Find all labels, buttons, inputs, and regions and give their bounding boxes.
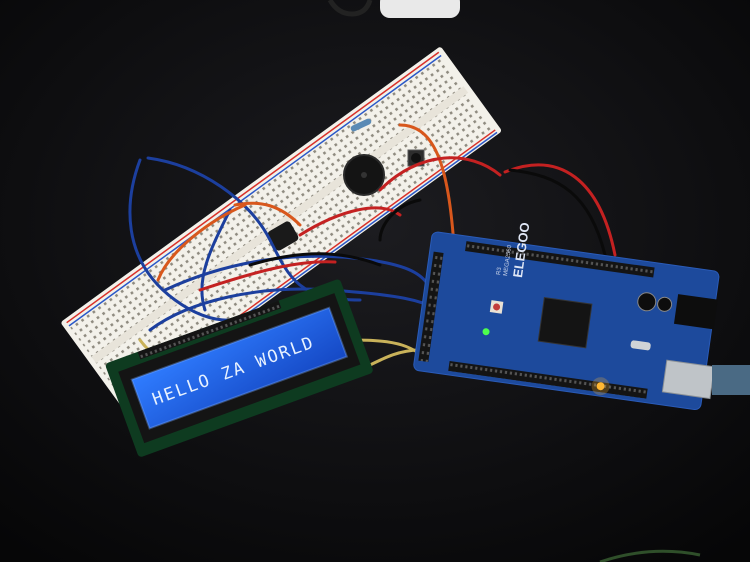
cable-top xyxy=(327,0,373,17)
lcd-header-pins xyxy=(137,300,282,360)
power-jack xyxy=(673,294,718,330)
model-label: MEGA2560 xyxy=(503,244,513,276)
led-status xyxy=(596,382,605,391)
digital-header-top xyxy=(465,241,655,278)
mcu-chip xyxy=(537,296,593,349)
lcd-screen xyxy=(131,307,347,429)
white-object xyxy=(380,0,460,18)
digital-header-bottom xyxy=(448,360,648,399)
revision-label: R3 xyxy=(496,266,503,275)
rail-red-top xyxy=(66,51,440,324)
usb-port xyxy=(661,359,715,400)
potentiometer xyxy=(267,221,299,251)
arduino-board: ELEGOO MEGA2560 R3 xyxy=(413,221,720,411)
capacitor-2 xyxy=(657,296,673,312)
crystal xyxy=(630,340,651,351)
bottom-cable xyxy=(599,549,701,562)
rail-blue-top xyxy=(68,54,442,327)
push-button-cap xyxy=(411,153,421,163)
side-header xyxy=(418,251,444,362)
usb-cable xyxy=(712,365,750,395)
capacitor-1 xyxy=(637,292,657,312)
resistor xyxy=(350,118,372,132)
buzzer-center xyxy=(361,172,367,178)
lcd-module: HELLO ZA WORLD xyxy=(105,279,373,457)
reset-button-cap xyxy=(493,303,501,311)
led-power xyxy=(482,328,490,336)
